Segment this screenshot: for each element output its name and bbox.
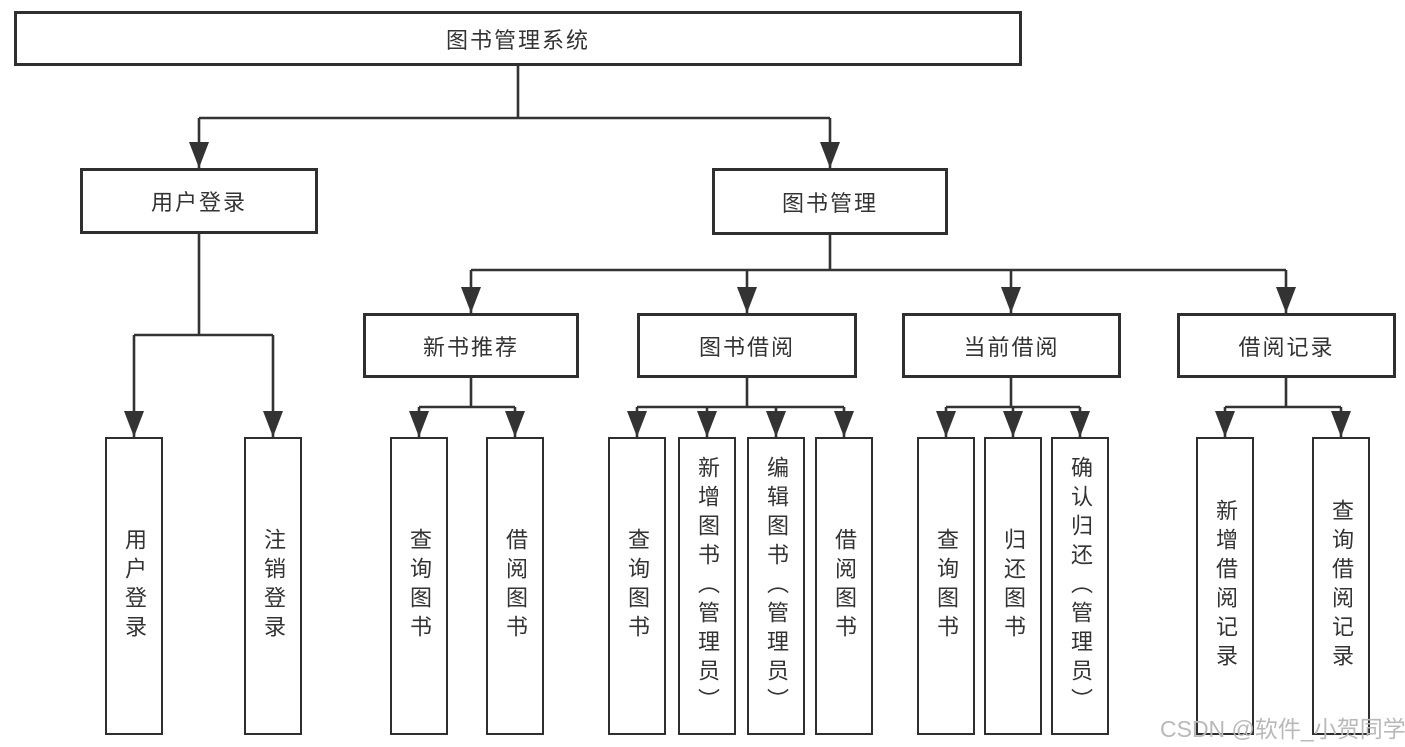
node-library-system-label: 图书管理系统 — [445, 27, 590, 53]
leaf-query-books-newbook: 查询图书 — [390, 437, 448, 735]
node-user-login-label: 用户登录 — [150, 190, 247, 215]
leaf-borrow-books-newbook: 借阅图书 — [486, 437, 544, 735]
leaf-query-books-newbook-label: 查询图书 — [407, 528, 432, 644]
node-current-borrow: 当前借阅 — [902, 313, 1121, 378]
connector-new-book-branch — [419, 378, 515, 409]
leaf-borrow-books-newbook-label: 借阅图书 — [503, 528, 528, 644]
node-book-borrow: 图书借阅 — [637, 313, 857, 378]
node-borrow-records: 借阅记录 — [1177, 313, 1396, 378]
watermark: CSDN @软件_小贺同学 — [1160, 716, 1405, 742]
leaf-borrow-books-borrow-label: 借阅图书 — [832, 528, 857, 644]
connector-root-branch — [199, 66, 830, 120]
connector-book-borrow-branch — [637, 378, 844, 409]
leaf-query-books-current-label: 查询图书 — [934, 528, 959, 644]
leaf-confirm-return-admin: 确认归还（管理员） — [1051, 437, 1109, 735]
node-book-management-label: 图书管理 — [781, 190, 878, 216]
connector-current-borrow-branch — [946, 378, 1080, 409]
node-book-management: 图书管理 — [712, 168, 948, 235]
leaf-edit-books-admin-label: 编辑图书（管理员） — [764, 455, 789, 717]
leaf-logout-login: 注销登录 — [244, 437, 302, 735]
leaf-edit-books-admin: 编辑图书（管理员） — [747, 437, 805, 735]
node-new-book-recommend: 新书推荐 — [363, 313, 579, 378]
node-current-borrow-label: 当前借阅 — [963, 334, 1060, 360]
leaf-return-books: 归还图书 — [984, 437, 1042, 735]
leaf-query-books-borrow: 查询图书 — [608, 437, 666, 735]
connector-book-management-branch — [471, 235, 1286, 272]
node-user-login: 用户登录 — [80, 168, 318, 234]
leaf-add-books-admin: 新增图书（管理员） — [678, 437, 736, 735]
node-library-system: 图书管理系统 — [14, 11, 1022, 66]
leaf-add-books-admin-label: 新增图书（管理员） — [695, 455, 720, 717]
leaf-add-borrow-record-label: 新增借阅记录 — [1213, 499, 1238, 673]
leaf-borrow-books-borrow: 借阅图书 — [815, 437, 873, 735]
leaf-query-books-current: 查询图书 — [917, 437, 975, 735]
leaf-query-borrow-record-label: 查询借阅记录 — [1329, 499, 1354, 673]
node-new-book-recommend-label: 新书推荐 — [422, 334, 519, 360]
leaf-confirm-return-admin-label: 确认归还（管理员） — [1068, 455, 1093, 717]
leaf-logout-login-label: 注销登录 — [261, 528, 286, 644]
connector-user-login-branch — [134, 234, 273, 337]
leaf-query-borrow-record: 查询借阅记录 — [1312, 437, 1370, 735]
leaf-user-login-label: 用户登录 — [122, 528, 147, 644]
leaf-return-books-label: 归还图书 — [1001, 528, 1026, 644]
leaf-query-books-borrow-label: 查询图书 — [625, 528, 650, 644]
node-borrow-records-label: 借阅记录 — [1238, 334, 1335, 360]
leaf-user-login: 用户登录 — [105, 437, 163, 735]
node-book-borrow-label: 图书借阅 — [698, 334, 795, 360]
connector-borrow-records-branch — [1225, 378, 1341, 409]
leaf-add-borrow-record: 新增借阅记录 — [1196, 437, 1254, 735]
